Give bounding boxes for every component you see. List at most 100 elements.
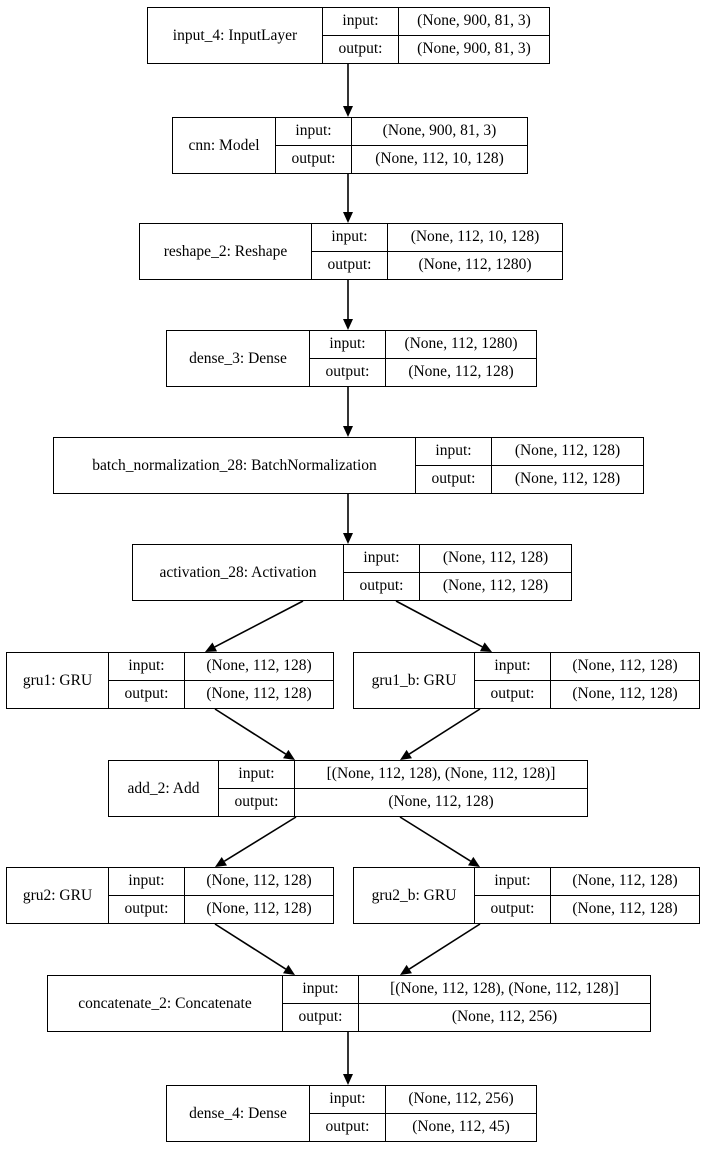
input-shape-value: (None, 112, 128) — [442, 549, 549, 567]
layer-name: gru1: GRU — [7, 653, 109, 708]
output-label: output: — [312, 251, 388, 279]
input-shape-row: input: (None, 900, 81, 3) — [323, 8, 549, 36]
io-shape-table: input:[(None, 112, 128), (None, 112, 128… — [219, 761, 587, 816]
input-shape-value: (None, 112, 128) — [572, 657, 678, 675]
input-label: input: — [416, 438, 492, 465]
input-shape-value: (None, 112, 256) — [408, 1090, 514, 1108]
input-shape-row: input: (None, 112, 128) — [344, 545, 571, 573]
input-label: input: — [344, 545, 420, 572]
input-label: input: — [283, 976, 359, 1003]
output-shape-row: output:(None, 900, 81, 3) — [323, 35, 549, 63]
output-shape-row: output: (None, 112, 128) — [416, 465, 643, 493]
io-shape-table: input: (None, 112, 1280) output:(None, 112… — [310, 331, 536, 386]
output-shape-value: (None, 112, 256) — [451, 1008, 558, 1026]
input-label: input: — [475, 868, 551, 895]
input-shape-value: (None, 900, 81, 3) — [417, 12, 531, 30]
input-shape-row: input: (None, 112, 1280) — [310, 331, 536, 359]
io-shape-table: input:(None, 112, 128)output:(None, 112,… — [475, 868, 699, 923]
input-shape-row: input: (None, 112, 128) — [416, 438, 643, 466]
layer-name: activation_28: Activation — [133, 545, 344, 600]
input-shape-row: input:(None, 112, 128) — [109, 868, 333, 896]
edge-gru2-to-concatenate_2 — [214, 923, 295, 975]
input-shape-row: input:[(None, 112, 128), (None, 112, 128… — [219, 761, 587, 789]
layer-name: gru2_b: GRU — [354, 868, 475, 923]
output-label: output: — [416, 465, 492, 493]
layer-name: reshape_2: Reshape — [140, 224, 312, 279]
input-label: input: — [323, 8, 399, 35]
io-shape-table: input:(None, 112, 128)output:(None, 112,… — [109, 868, 333, 923]
edge-gru1-to-add_2 — [214, 708, 295, 760]
layer-name: gru1_b: GRU — [354, 653, 475, 708]
edge-activation_28-to-gru1_b — [395, 600, 492, 652]
output-shape-value: (None, 112, 10, 128) — [375, 150, 504, 168]
io-shape-table: input: (None, 112, 128) output:(None, 112,… — [344, 545, 571, 600]
input-shape-value: (None, 112, 1280) — [404, 335, 518, 353]
input-shape-value: (None, 112, 128) — [514, 442, 621, 460]
input-shape-value: [(None, 112, 128), (None, 112, 128)] — [390, 980, 619, 998]
output-label: output: — [109, 680, 185, 708]
layer-name: dense_4: Dense — [167, 1086, 310, 1141]
layer-node-batch_normalization_28[interactable]: batch_normalization_28: BatchNormalizati… — [53, 437, 644, 494]
io-shape-table: input: [(None, 112, 128), (None, 112, 128… — [283, 976, 650, 1031]
input-shape-row: input: [(None, 112, 128), (None, 112, 128… — [283, 976, 650, 1004]
input-shape-row: input: (None, 112, 10, 128) — [312, 224, 562, 252]
output-shape-row: output:(None, 112, 128) — [310, 358, 536, 386]
layer-name: add_2: Add — [109, 761, 219, 816]
output-shape-value: (None, 112, 128) — [388, 793, 494, 811]
input-shape-row: input:(None, 112, 256) — [310, 1086, 536, 1114]
edge-add_2-to-gru2 — [215, 816, 297, 867]
output-shape-value: (None, 112, 128) — [206, 685, 312, 703]
output-shape-value: (None, 112, 128) — [572, 685, 678, 703]
edge-gru1_b-to-add_2 — [400, 708, 481, 760]
layer-name: dense_3: Dense — [167, 331, 310, 386]
layer-name: gru2: GRU — [7, 868, 109, 923]
output-shape-row: output:(None, 112, 256) — [283, 1003, 650, 1031]
output-shape-row: output:(None, 112, 128) — [475, 895, 699, 923]
output-shape-row: output:(None, 112, 128) — [344, 572, 571, 600]
edge-gru2_b-to-concatenate_2 — [400, 923, 481, 975]
input-label: input: — [219, 761, 295, 788]
input-shape-value: (None, 112, 10, 128) — [410, 228, 540, 246]
input-shape-row: input:(None, 900, 81, 3) — [276, 118, 527, 146]
io-shape-table: input:(None, 900, 81, 3)output: (None, 11… — [276, 118, 527, 173]
output-shape-row: output: (None, 112, 10, 128) — [276, 145, 527, 173]
layer-name: input_4: InputLayer — [148, 8, 323, 63]
output-label: output: — [310, 358, 386, 386]
edge-dense_3-to-batch_normalization_28 — [343, 387, 353, 437]
edge-add_2-to-gru2_b — [399, 816, 480, 867]
output-shape-row: output:(None, 112, 1280) — [312, 251, 562, 279]
io-shape-table: input: (None, 112, 128) output: (None, 112,… — [416, 438, 643, 493]
output-shape-value: (None, 112, 128) — [514, 470, 621, 488]
output-shape-row: output:(None, 112, 128) — [109, 895, 333, 923]
edge-batch_normalization_28-to-activation_28 — [343, 494, 353, 544]
output-shape-row: output:(None, 112, 128) — [475, 680, 699, 708]
output-label: output: — [323, 35, 399, 63]
io-shape-table: input: (None, 112, 10, 128) output:(None, … — [312, 224, 562, 279]
input-shape-value: (None, 112, 128) — [572, 872, 678, 890]
input-shape-row: input:(None, 112, 128) — [475, 653, 699, 681]
input-shape-value: (None, 112, 128) — [206, 657, 312, 675]
input-label: input: — [310, 331, 386, 358]
output-label: output: — [219, 788, 295, 816]
edge-cnn-to-reshape_2 — [343, 174, 353, 223]
layer-name: batch_normalization_28: BatchNormalizati… — [54, 438, 416, 493]
output-shape-row: output:(None, 112, 45) — [310, 1113, 536, 1141]
output-shape-value: (None, 112, 128) — [572, 900, 678, 918]
output-label: output: — [310, 1113, 386, 1141]
input-label: input: — [312, 224, 388, 251]
input-label: input: — [109, 868, 185, 895]
output-label: output: — [276, 145, 352, 173]
